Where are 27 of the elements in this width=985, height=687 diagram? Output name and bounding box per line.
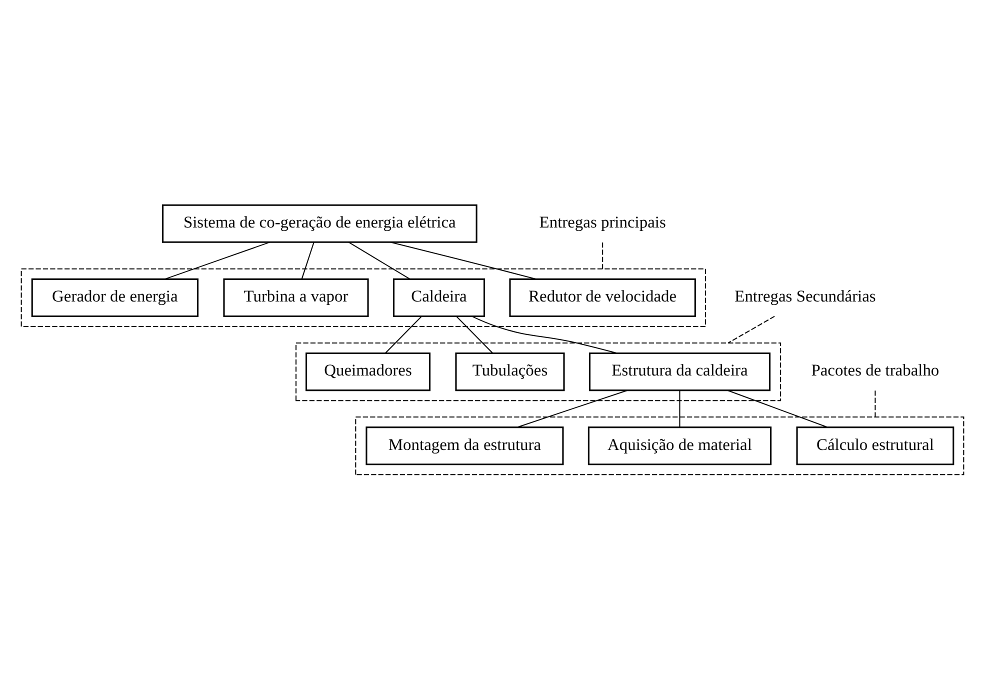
node-box: Sistema de co-geração de energia elétrica bbox=[162, 204, 478, 242]
connector bbox=[456, 316, 494, 354]
connector bbox=[390, 241, 536, 280]
node-text: Entregas principais bbox=[539, 212, 666, 232]
node-box: Estrutura da caldeira bbox=[588, 352, 771, 391]
connector bbox=[164, 241, 270, 280]
node-box: Montagem da estrutura bbox=[366, 426, 564, 465]
node-box: Cálculo estrutural bbox=[796, 426, 954, 465]
cluster bbox=[355, 416, 964, 475]
node-box: Gerador de energia bbox=[31, 278, 199, 316]
connector bbox=[301, 242, 314, 279]
connector bbox=[874, 390, 876, 417]
cluster bbox=[20, 268, 706, 327]
connector bbox=[385, 316, 422, 354]
node-box: Queimadores bbox=[306, 352, 431, 391]
node-box: Caldeira bbox=[392, 278, 486, 316]
connector bbox=[728, 315, 775, 343]
node-box: Redutor de velocidade bbox=[509, 278, 696, 316]
node-box: Aquisição de material bbox=[588, 426, 772, 465]
node-text: Pacotes de trabalho bbox=[811, 360, 940, 380]
node-box: Tubulações bbox=[455, 352, 565, 391]
cluster bbox=[296, 342, 782, 401]
connector bbox=[348, 241, 410, 279]
node-text: Entregas Secundárias bbox=[734, 286, 876, 306]
connector bbox=[679, 390, 680, 427]
connector bbox=[602, 242, 604, 268]
node-box: Turbina a vapor bbox=[223, 278, 369, 316]
